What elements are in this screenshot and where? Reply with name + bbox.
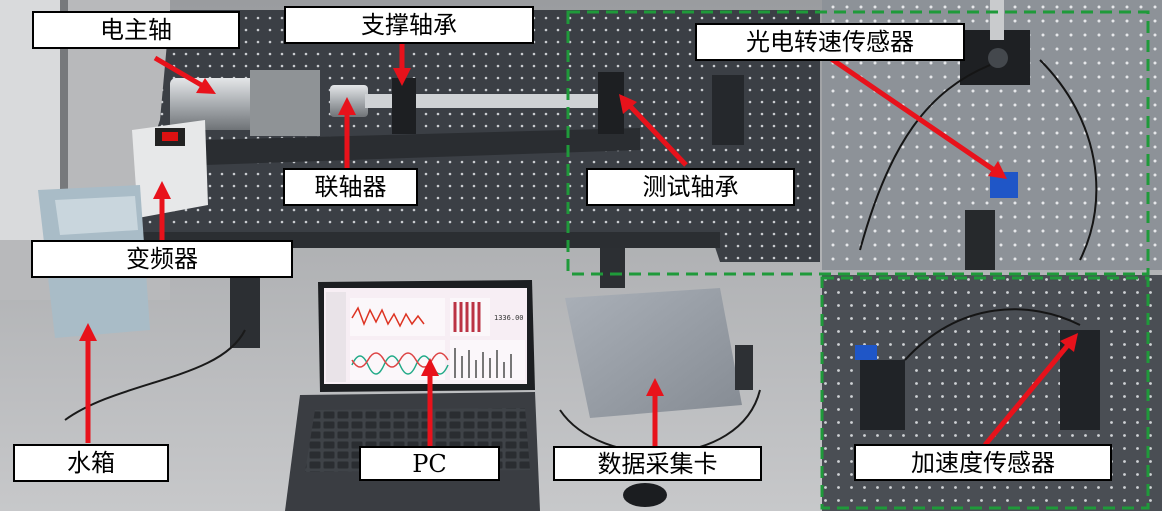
arrow-accel-sensor xyxy=(983,333,1078,447)
label-test-bearing: 测试轴承 xyxy=(586,168,795,206)
label-pc: PC xyxy=(359,446,500,481)
arrow-support-bearing xyxy=(393,44,411,86)
arrows xyxy=(79,44,1078,447)
sensor-stand xyxy=(712,75,744,145)
arrow-daq xyxy=(646,378,664,446)
arrow-spindle xyxy=(153,55,216,94)
arrow-water-tank xyxy=(79,323,97,443)
arrow-pc xyxy=(421,358,439,446)
label-daq-card: 数据采集卡 xyxy=(553,446,762,481)
label-support-bearing: 支撑轴承 xyxy=(284,6,534,44)
dashed-box-accel-inset xyxy=(820,276,1150,510)
arrow-coupling xyxy=(338,97,356,168)
support-bearing-block xyxy=(392,78,416,134)
label-water-tank: 水箱 xyxy=(13,444,169,482)
shaft xyxy=(365,94,610,108)
label-accel-sensor: 加速度传感器 xyxy=(854,444,1112,481)
label-inverter: 变频器 xyxy=(31,240,293,278)
daq-card xyxy=(565,288,742,418)
mounting-rail xyxy=(205,128,640,165)
dashed-box-test-section xyxy=(566,10,1150,276)
inverter-box xyxy=(132,120,208,218)
label-coupling: 联轴器 xyxy=(283,168,418,206)
test-bearing-block xyxy=(598,72,624,134)
screen-readout: 1336.00 xyxy=(494,314,524,322)
arrow-optical-sensor xyxy=(828,55,1007,179)
arrow-inverter xyxy=(153,181,171,240)
label-optical-speed-sensor: 光电转速传感器 xyxy=(695,23,965,61)
arrow-test-bearing xyxy=(619,94,688,167)
label-spindle: 电主轴 xyxy=(32,11,240,49)
